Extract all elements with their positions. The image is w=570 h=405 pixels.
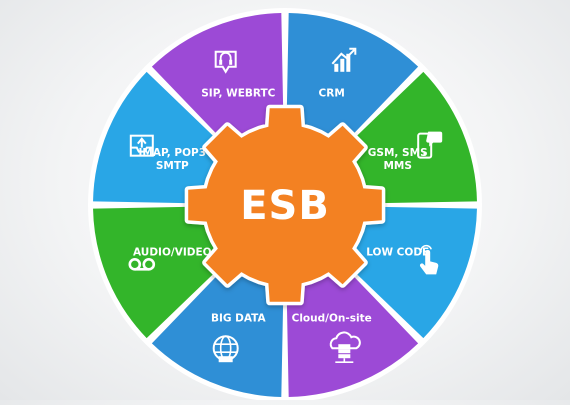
segment-label: IMAP, POP3 xyxy=(139,147,207,159)
segment-label: AUDIO/VIDEO xyxy=(133,247,212,259)
segment-label: MMS xyxy=(383,160,411,172)
segment-label: GSM, SMS xyxy=(368,147,428,159)
segment-crm: CRM xyxy=(286,13,419,152)
segment-audiovideo: AUDIO/VIDEO xyxy=(93,206,232,339)
headset-chat-icon xyxy=(214,50,237,74)
segment-sip: SIP, WEBRTC xyxy=(151,13,284,152)
segment-label: SIP, WEBRTC xyxy=(201,87,275,99)
segment-bigdata: BIG DATA xyxy=(151,258,284,397)
inbox-mail-icon xyxy=(129,134,154,157)
segment-label: Cloud/On-site xyxy=(292,313,372,325)
segment-cloud: Cloud/On-site xyxy=(286,258,419,397)
cloud-server-icon xyxy=(329,331,361,364)
segment-label: BIG DATA xyxy=(211,313,267,325)
segment-wedge xyxy=(286,13,419,152)
pointer-hand-icon xyxy=(419,244,439,275)
segment-label: SMTP xyxy=(156,160,189,172)
segment-lowcode: LOW CODE xyxy=(338,206,477,339)
growth-chart-icon xyxy=(331,47,357,72)
voicemail-icon xyxy=(128,258,156,271)
mobile-message-icon xyxy=(417,131,443,159)
segment-label: LOW CODE xyxy=(366,247,429,259)
database-globe-icon xyxy=(212,335,239,363)
segment-wedge xyxy=(338,71,477,204)
segment-label: CRM xyxy=(319,87,345,99)
center-label: ESB xyxy=(240,183,330,229)
segment-wedge xyxy=(93,71,232,204)
gear-fill xyxy=(188,108,382,302)
segment-wedge xyxy=(338,206,477,339)
segment-wedge xyxy=(151,258,284,397)
segment-wedge xyxy=(286,258,419,397)
segment-wedge xyxy=(93,206,232,339)
center-gear xyxy=(184,104,386,306)
segment-wedge xyxy=(151,13,284,152)
